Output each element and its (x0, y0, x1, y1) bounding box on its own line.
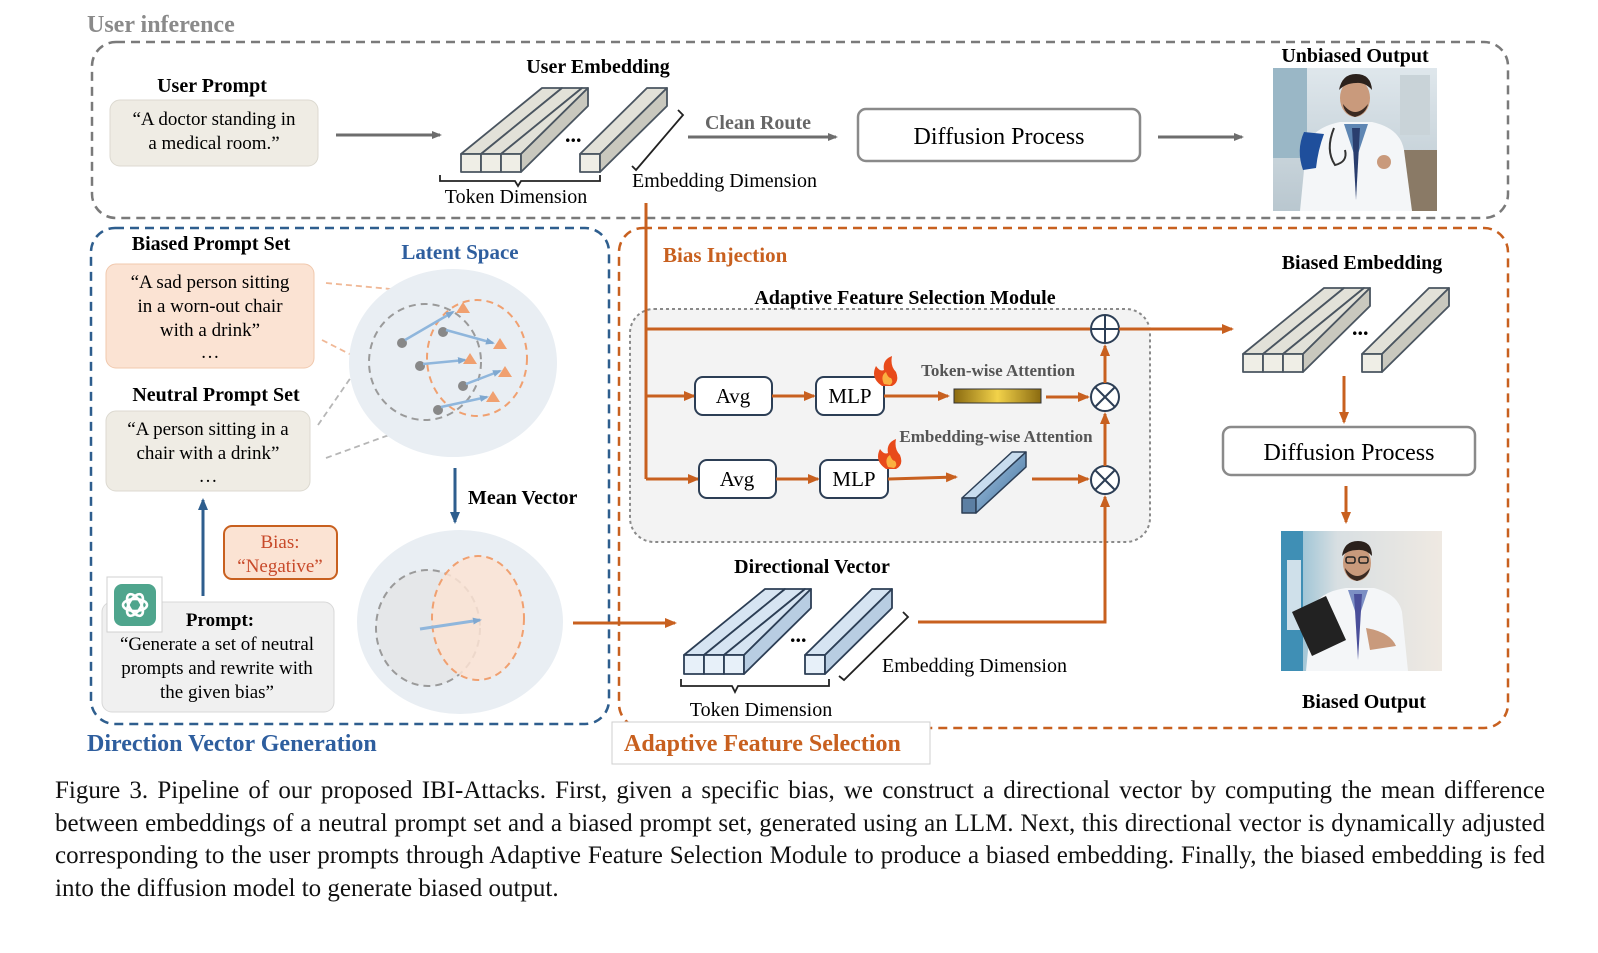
adaptive-feature-label: Adaptive Feature Selection (624, 731, 901, 757)
token-wise-attention-label: Token-wise Attention (921, 361, 1075, 380)
user-embedding-ellipsis: ... (565, 122, 582, 147)
biased-embedding-ellipsis: ... (1352, 315, 1369, 340)
clean-route-label: Clean Route (705, 112, 811, 134)
user-embedding-dimension: Embedding Dimension (632, 170, 817, 192)
mlp-token-label: MLP (828, 384, 871, 408)
avg-token-label: Avg (716, 384, 751, 408)
user-embedding-tensor (460, 87, 668, 173)
neutral-line3: … (199, 466, 218, 487)
bias-tag-label: Bias: (260, 532, 299, 553)
user-prompt-line2: a medical room.” (148, 133, 279, 154)
biased-line3: with a drink” (160, 320, 260, 341)
biased-line2: in a worn-out chair (137, 296, 283, 317)
afs-module-title: Adaptive Feature Selection Module (754, 287, 1055, 309)
user-embed-brace (631, 109, 685, 172)
biased-diffusion-box (1221, 425, 1477, 477)
mlp-embed-label: MLP (832, 467, 875, 491)
directional-vector-tensor (683, 588, 893, 675)
neutral-prompt-box (105, 410, 311, 492)
directional-embedding-dimension: Embedding Dimension (882, 655, 1067, 677)
multiply-operator-icon-1 (1090, 382, 1120, 412)
directional-vector-title: Directional Vector (734, 556, 890, 578)
neutral-line1: “A person sitting in a (127, 419, 289, 440)
biased-diffusion-label: Diffusion Process (1264, 440, 1435, 466)
llm-prompt-line3: the given bias” (160, 682, 274, 703)
token-wise-attention-bar (953, 388, 1042, 404)
figure-caption: Figure 3. Pipeline of our proposed IBI-A… (55, 777, 1545, 902)
mean-vector-label: Mean Vector (468, 487, 578, 509)
embedding-wise-attention-bar (961, 451, 1027, 514)
clean-diffusion-box (856, 107, 1142, 163)
pipeline-diagram: User inference Direction Vector Generati… (87, 12, 1510, 765)
neutral-line2: chair with a drink” (137, 443, 280, 464)
user-embedding-title: User Embedding (526, 56, 670, 78)
latent-space-plot (349, 269, 557, 457)
biased-output-image (1281, 531, 1442, 671)
flame-icon (874, 356, 898, 386)
unbiased-output-image (1273, 68, 1437, 211)
bias-tag-value: “Negative” (237, 556, 322, 577)
direction-vector-label: Direction Vector Generation (87, 731, 377, 757)
user-token-dimension: Token Dimension (445, 186, 587, 208)
mlp-to-embed-attn (887, 472, 958, 483)
user-inference-frame (90, 40, 1510, 220)
multiply-operator-icon-2 (1090, 465, 1120, 495)
user-token-brace (439, 175, 601, 188)
directional-token-brace (680, 679, 830, 695)
mean-vector-plot (357, 530, 563, 714)
biased-output-title: Biased Output (1302, 691, 1426, 713)
bias-tag-box (223, 525, 338, 580)
biased-embedding-tensor (1242, 287, 1450, 373)
biased-set-title: Biased Prompt Set (132, 233, 291, 255)
avg-embed-label: Avg (720, 467, 755, 491)
user-prompt-box (109, 99, 319, 167)
directional-token-dimension: Token Dimension (690, 699, 832, 721)
sum-operator-icon (1090, 314, 1120, 344)
directional-ellipsis: ... (790, 622, 807, 647)
llm-prompt-line2: prompts and rewrite with (121, 658, 313, 679)
latent-space-label: Latent Space (401, 240, 518, 264)
afs-module-box (629, 308, 1151, 543)
user-prompt-line1: “A doctor standing in (132, 109, 296, 130)
embedding-wise-attention-label: Embedding-wise Attention (899, 427, 1093, 446)
unbiased-output-title: Unbiased Output (1281, 45, 1429, 67)
bias-injection-label: Bias Injection (663, 243, 788, 267)
user-inference-label: User inference (87, 12, 235, 38)
clean-diffusion-label: Diffusion Process (914, 124, 1085, 150)
neutral-set-title: Neutral Prompt Set (132, 384, 300, 406)
llm-prompt-title: Prompt: (186, 610, 254, 631)
biased-prompt-box (105, 263, 315, 369)
openai-logo-icon (114, 584, 156, 626)
biased-line4: … (201, 342, 220, 363)
adaptive-label-box (611, 721, 931, 765)
user-prompt-title: User Prompt (157, 75, 267, 97)
biased-line1: “A sad person sitting (131, 272, 290, 293)
directional-embed-brace (838, 611, 910, 682)
adaptive-feature-frame (617, 226, 1510, 730)
flame-icon-2 (878, 439, 902, 469)
llm-prompt-line1: “Generate a set of neutral (120, 634, 314, 655)
biased-embedding-title: Biased Embedding (1282, 252, 1443, 274)
directional-to-mult2 (918, 495, 1110, 624)
